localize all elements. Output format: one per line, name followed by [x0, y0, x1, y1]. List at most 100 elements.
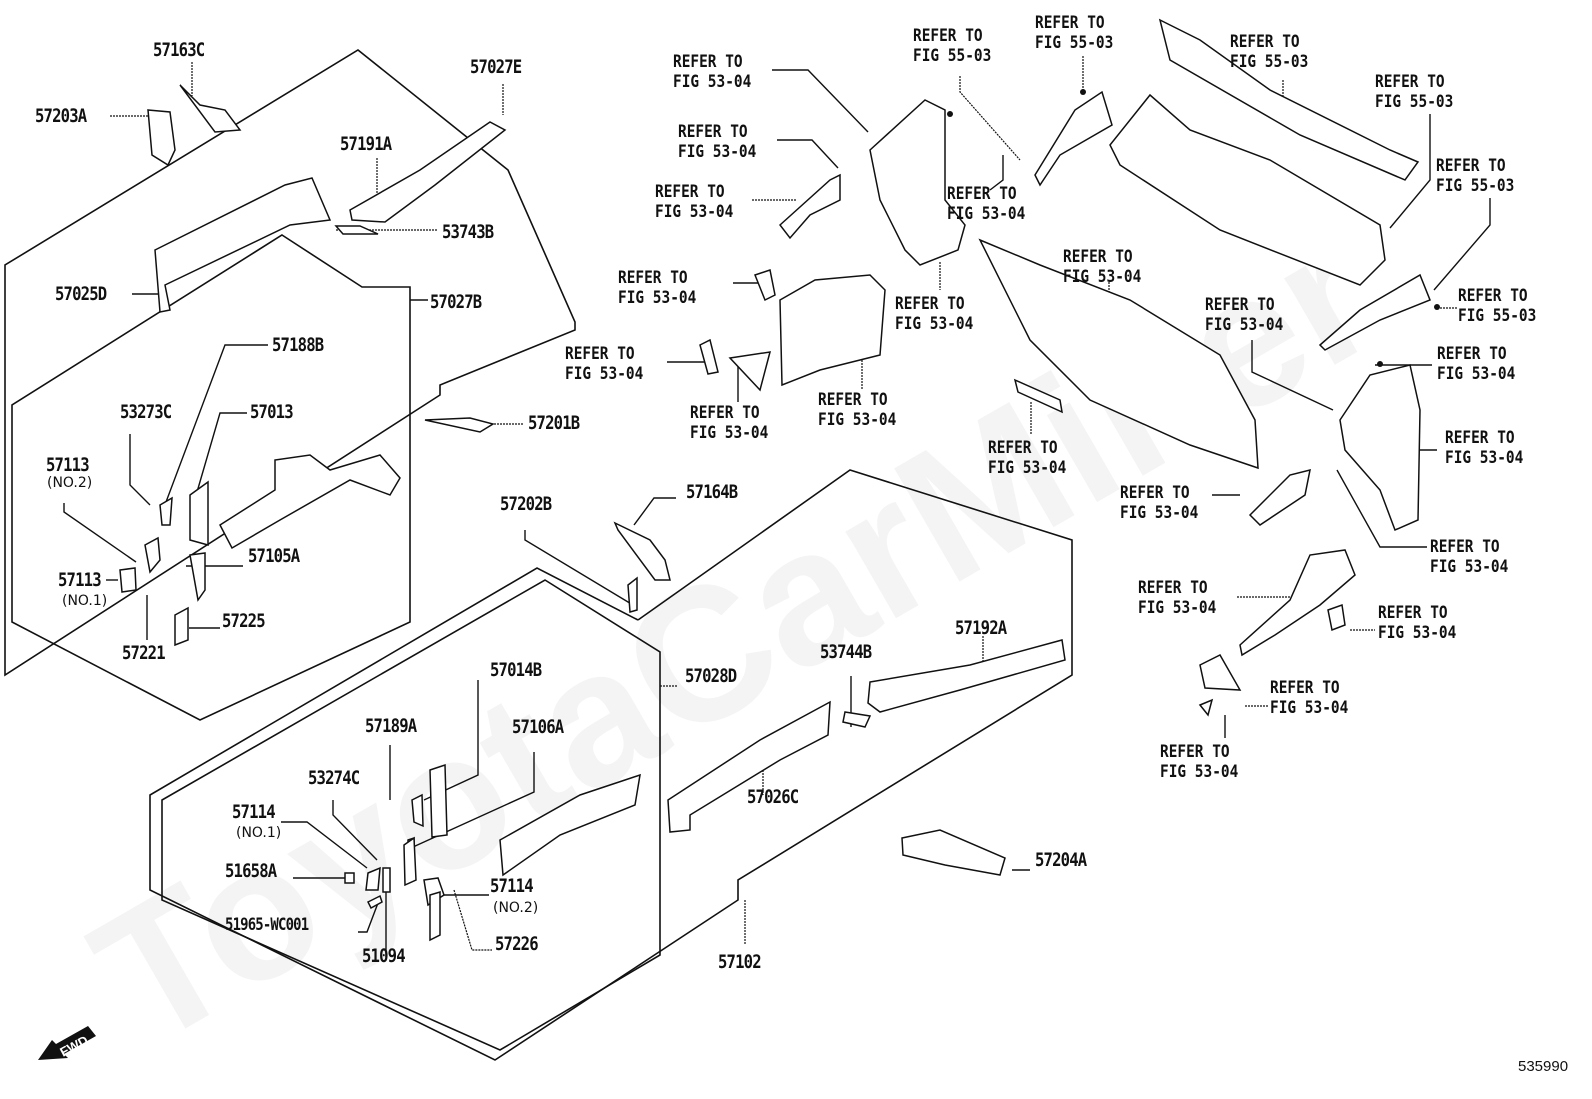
part-57113-1	[119, 567, 137, 593]
part-57202B	[627, 576, 638, 613]
label-57226: 57226	[495, 933, 539, 955]
leader-ref-4	[959, 76, 1021, 161]
bolt-1	[947, 111, 953, 117]
part-57191A	[349, 121, 507, 223]
bolt-4	[1377, 361, 1383, 367]
part-bracket-a	[754, 269, 776, 302]
part-53744B	[842, 711, 872, 728]
part-dash-bracket	[1013, 378, 1063, 414]
leader-57202B	[524, 530, 634, 606]
fwd-text: FWD	[57, 1032, 90, 1059]
box-57102-outer	[149, 469, 1073, 1061]
label-57203A: 57203A	[35, 105, 87, 127]
label-57204A: 57204A	[1035, 849, 1087, 871]
part-51965	[366, 894, 383, 910]
leader-57164B	[633, 497, 676, 526]
part-57014B	[429, 763, 448, 838]
part-57225	[174, 606, 189, 647]
part-57106A-rail	[499, 773, 641, 877]
part-cowl-lower	[1109, 93, 1386, 286]
label-57114-no2: 57114	[490, 875, 534, 897]
part-51658A	[344, 872, 355, 884]
label-57221: 57221	[122, 642, 166, 664]
leader-51965	[358, 902, 379, 933]
part-bracket-rh-2	[1199, 654, 1242, 691]
leader-57114-1	[281, 821, 368, 869]
part-57025D	[154, 177, 332, 313]
part-57013-rail	[219, 454, 401, 550]
box-57028D	[161, 579, 661, 1051]
bolt-2	[1080, 89, 1086, 95]
part-shock-tower-rh	[1239, 549, 1356, 657]
part-57226	[429, 890, 441, 942]
leader-53273C	[129, 434, 151, 506]
part-57204A	[901, 829, 1006, 876]
label-57113-no1-note: (NO.1)	[62, 593, 108, 609]
part-cowl-upper	[1158, 18, 1420, 181]
label-57028D: 57028D	[685, 665, 737, 687]
part-57113-2	[144, 536, 161, 574]
part-cowl-side-right	[1318, 273, 1431, 351]
bolt-3	[1434, 304, 1440, 310]
label-57114-no1: 57114	[232, 801, 276, 823]
label-57191A: 57191A	[340, 133, 392, 155]
leader-ref-8	[1433, 198, 1491, 291]
label-57201B: 57201B	[528, 412, 580, 434]
part-57189A	[411, 793, 424, 828]
fwd-arrow-icon: FWD	[38, 1026, 96, 1060]
figure-number: 535990	[1518, 1058, 1569, 1075]
label-57189A: 57189A	[365, 715, 417, 737]
label-57102: 57102	[718, 951, 762, 973]
part-51094	[382, 867, 391, 893]
label-51658A: 51658A	[225, 860, 277, 882]
part-57163C	[179, 84, 242, 133]
part-57026C	[667, 700, 831, 833]
box-57027B	[11, 234, 411, 721]
label-53273C: 53273C	[120, 401, 172, 423]
part-57013	[189, 480, 209, 546]
part-57201B	[424, 417, 495, 433]
part-cowl-side-left	[1034, 90, 1113, 187]
label-51965-WC001: 51965-WC001	[225, 915, 309, 935]
label-57027E: 57027E	[470, 56, 522, 78]
part-apron-upper	[869, 99, 966, 266]
part-57114-1	[365, 866, 381, 891]
part-57106A	[403, 836, 417, 887]
label-57113-no2: 57113	[46, 454, 90, 476]
leader-ref-22	[1336, 469, 1427, 548]
label-53743B: 53743B	[442, 221, 494, 243]
label-57027B: 57027B	[430, 291, 482, 313]
label-53274C: 53274C	[308, 767, 360, 789]
part-apron-lower	[778, 173, 841, 240]
label-57113-no2-note: (NO.2)	[47, 475, 93, 491]
part-bracket-b	[699, 338, 719, 375]
leader-ref-10	[989, 155, 1004, 191]
part-57188B	[159, 496, 173, 526]
part-57192A	[867, 639, 1066, 713]
leader-ref-18	[1251, 340, 1334, 411]
part-57203A	[147, 109, 176, 167]
leader-ref-2	[777, 139, 839, 169]
leader-57226	[453, 889, 492, 951]
part-shock-tower	[779, 274, 886, 387]
label-57014B: 57014B	[490, 659, 542, 681]
label-57114-no1-note: (NO.1)	[236, 825, 282, 841]
label-57026C: 57026C	[747, 786, 799, 808]
label-57105A: 57105A	[248, 545, 300, 567]
